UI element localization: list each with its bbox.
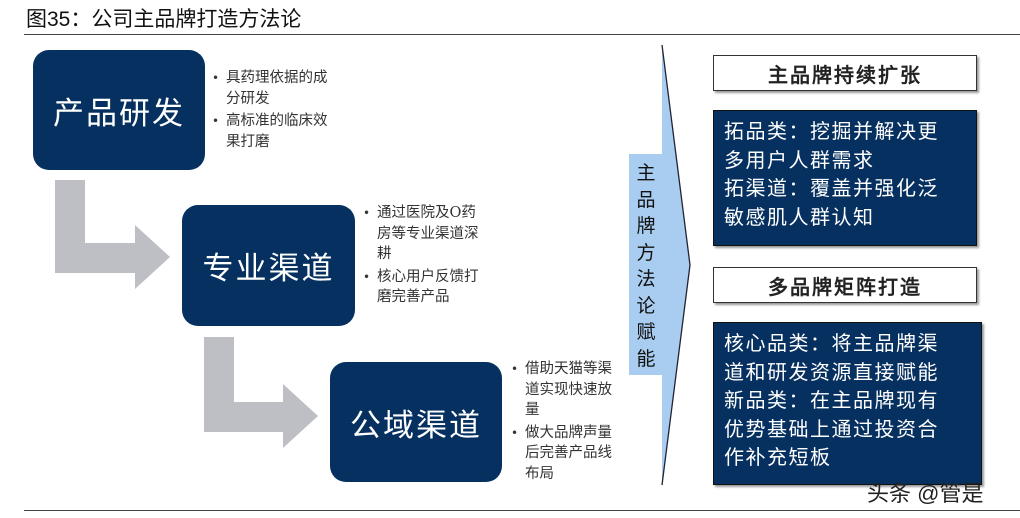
step-label: 公域渠道 — [350, 407, 482, 444]
bullet: 具药理依据的成分研发 — [212, 68, 332, 109]
text-line: 作补充短板 — [724, 445, 832, 469]
bullet: 借助天猫等渠道实现快速放量 — [511, 359, 625, 421]
step-label: 产品研发 — [53, 95, 185, 132]
text-line: 拓品类：挖掘并解决更 — [724, 119, 939, 143]
step3-bullets: 借助天猫等渠道实现快速放量 做大品牌声量后完善产品线布局 — [511, 359, 625, 486]
text-line: 多用户人群需求 — [724, 147, 875, 172]
step-label: 专业渠道 — [202, 251, 335, 287]
step-professional-channel: 专业渠道 — [182, 205, 355, 326]
step-product-rd: 产品研发 — [33, 50, 205, 170]
text-line: 核心品类：将主品牌渠 — [724, 331, 939, 355]
text-line: 敏感肌人群认知 — [724, 204, 875, 229]
heading-multi-brand: 多品牌矩阵打造 — [713, 267, 977, 303]
text-line: 拓渠道：覆盖并强化泛 — [724, 176, 939, 200]
bullet: 做大品牌声量后完善产品线布局 — [511, 423, 625, 485]
gray-arrow-1 — [55, 180, 170, 289]
multi-brand-detail: 核心品类：将主品牌渠 道和研发资源直接赋能 新品类：在主品牌现有 优势基础上通过… — [713, 322, 982, 485]
bullet: 通过医院及O药房等专业渠道深耕 — [363, 203, 487, 265]
bottom-divider — [24, 510, 1020, 511]
watermark: 头条 @管是 — [867, 481, 984, 506]
step1-bullets: 具药理依据的成分研发 高标准的临床效果打磨 — [212, 68, 332, 154]
blue-chevron-arrow — [629, 45, 690, 485]
text-line: 优势基础上通过投资合 — [724, 416, 939, 441]
step2-bullets: 通过医院及O药房等专业渠道深耕 核心用户反馈打磨完善产品 — [363, 203, 487, 310]
heading-main-brand: 主品牌持续扩张 — [713, 55, 977, 91]
text-line: 新品类：在主品牌现有 — [724, 388, 939, 412]
text-line: 道和研发资源直接赋能 — [724, 359, 939, 384]
figure-title: 图35：公司主品牌打造方法论 — [26, 8, 302, 31]
arrow-label: 主品牌方法论赋能 — [636, 162, 656, 370]
gray-arrow-2 — [204, 337, 318, 448]
main-brand-detail: 拓品类：挖掘并解决更 多用户人群需求 拓渠道：覆盖并强化泛 敏感肌人群认知 — [713, 110, 977, 246]
top-divider — [24, 34, 1020, 35]
bullet: 高标准的临床效果打磨 — [212, 111, 332, 152]
step-public-channel: 公域渠道 — [330, 362, 502, 482]
bullet: 核心用户反馈打磨完善产品 — [363, 267, 487, 308]
